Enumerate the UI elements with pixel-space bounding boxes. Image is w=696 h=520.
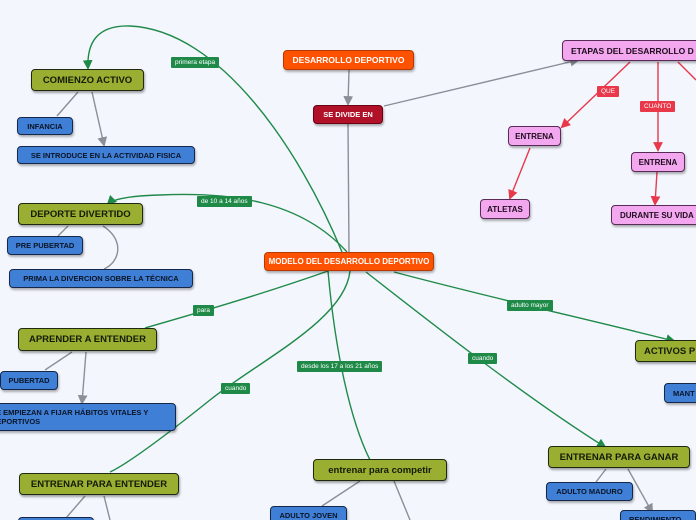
link-de-10-a-14 [106, 193, 348, 253]
link-se-divide-etapas [383, 57, 580, 107]
node-entrena-1[interactable]: ENTRENA [508, 126, 561, 146]
link-aprender-pubertad [44, 351, 73, 371]
node-durante-su-vida[interactable]: DURANTE SU VIDA [611, 205, 696, 225]
node-aprender-a-entender[interactable]: APRENDER A ENTENDER [18, 328, 157, 351]
node-etapas-desarrollo[interactable]: ETAPAS DEL DESARROLLO D [562, 40, 696, 61]
link-central-se-divide [347, 123, 350, 253]
node-comienzo-activo[interactable]: COMIENZO ACTIVO [31, 69, 144, 91]
node-rendimiento[interactable]: RENDIMIENTO [620, 510, 696, 520]
link-comienzo-infancia [56, 91, 79, 117]
link-label-primera-etapa: primera etapa [171, 57, 220, 68]
link-para [144, 270, 329, 329]
node-prima-diversion[interactable]: PRIMA LA DIVERCION SOBRE LA TÉCNICA [9, 269, 193, 288]
link-aprender-habitos [77, 351, 88, 405]
link-ganar-rendimiento [627, 468, 653, 514]
link-label-cuando-right: cuando [468, 353, 498, 364]
link-comienzo-introduce [91, 91, 108, 147]
link-competir-adulto [321, 480, 361, 507]
node-infancia[interactable]: INFANCIA [17, 117, 73, 135]
link-deporte-pre [57, 225, 69, 237]
link-entrena2-vida [650, 171, 661, 206]
node-activos-para[interactable]: ACTIVOS P [635, 340, 696, 362]
node-deporte-divertido[interactable]: DEPORTE DIVERTIDO [18, 203, 143, 225]
link-primera-etapa [82, 25, 343, 253]
node-entrenar-para-competir[interactable]: entrenar para competir [313, 459, 447, 481]
node-entrenar-para-ganar[interactable]: ENTRENAR PARA GANAR [548, 446, 690, 468]
link-label-cuanto: CUANTO [640, 101, 676, 112]
link-label-cuando-left: cuando [221, 383, 251, 394]
node-entender-child[interactable] [18, 517, 94, 520]
link-cuando-left [109, 270, 351, 473]
link-competir-down [393, 480, 411, 520]
central-topic[interactable]: MODELO DEL DESARROLLO DEPORTIVO [264, 252, 434, 271]
link-label-desde-17: desde los 17 a los 21 años [297, 361, 383, 372]
node-se-divide-en[interactable]: SE DIVIDE EN [313, 105, 383, 124]
link-label-adulto-mayor: adulto mayor [507, 300, 553, 311]
node-adulto-maduro[interactable]: ADULTO MADURO [546, 482, 633, 501]
link-label-de-10-a-14: de 10 a 14 años [197, 196, 252, 207]
link-desarrollo-se-divide [343, 69, 354, 106]
link-entender-down2 [103, 495, 111, 520]
node-entrena-2[interactable]: ENTRENA [631, 152, 685, 172]
node-se-introduce[interactable]: SE INTRODUCE EN LA ACTIVIDAD FISICA [17, 146, 195, 164]
link-entrena1-atletas [508, 147, 531, 200]
link-entender-down1 [65, 495, 86, 519]
node-pre-pubertad[interactable]: PRE PUBERTAD [7, 236, 83, 255]
node-mant[interactable]: MANT [664, 383, 696, 403]
link-etapas-entrena1 [560, 61, 631, 129]
node-adulto-joven[interactable]: ADULTO JOVEN [270, 506, 347, 520]
node-habitos[interactable]: SE EMPIEZAN A FIJAR HÁBITOS VITALES Y DE… [0, 403, 176, 431]
link-deporte-prima [102, 225, 119, 270]
node-pubertad[interactable]: PUBERTAD [0, 371, 58, 390]
node-desarrollo-deportivo[interactable]: DESARROLLO DEPORTIVO [283, 50, 414, 70]
link-desde-17 [327, 270, 371, 461]
link-etapas-right [677, 61, 696, 81]
node-atletas[interactable]: ATLETAS [480, 199, 530, 219]
link-label-que: QUE [597, 86, 620, 97]
link-label-para: para [193, 305, 215, 316]
link-ganar-maduro [595, 468, 607, 483]
node-entrenar-para-entender[interactable]: ENTRENAR PARA ENTENDER [19, 473, 179, 495]
